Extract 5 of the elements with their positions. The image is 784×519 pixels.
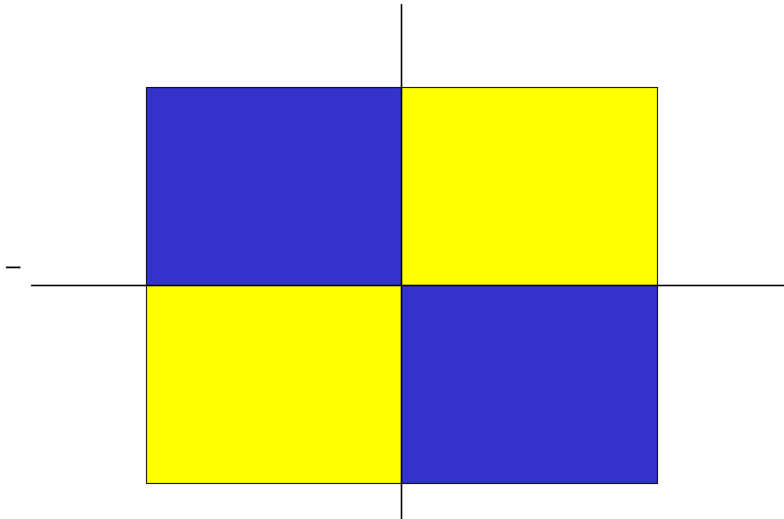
colored-rectangle xyxy=(401,87,658,286)
colored-rectangle xyxy=(146,87,402,286)
minus-sign: – xyxy=(6,252,20,278)
colored-rectangle xyxy=(401,285,658,484)
colored-rectangle xyxy=(146,285,402,484)
